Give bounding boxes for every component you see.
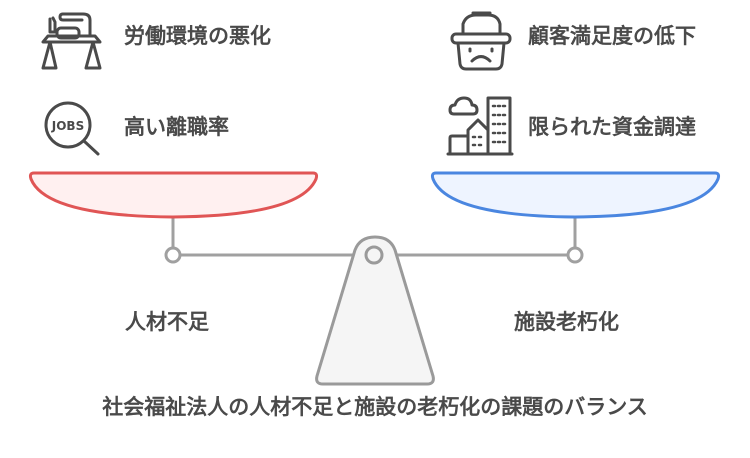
right-pan xyxy=(430,171,721,219)
left-pan xyxy=(28,171,319,219)
left-item-label-1: 労働環境の悪化 xyxy=(124,24,271,48)
right-item-label-1: 顧客満足度の低下 xyxy=(528,24,696,48)
left-pivot xyxy=(164,246,182,264)
right-pivot xyxy=(566,246,584,264)
diagram-title: 社会福祉法人の人材不足と施設の老朽化の課題のバランス xyxy=(102,395,648,419)
right-item-label-2: 限られた資金調達 xyxy=(528,115,696,139)
fulcrum xyxy=(315,235,435,386)
workspace-desk-icon xyxy=(38,8,108,74)
right-pan-label: 施設老朽化 xyxy=(514,310,619,334)
svg-text:JOBS: JOBS xyxy=(51,119,84,133)
left-pan-label: 人材不足 xyxy=(125,310,209,334)
sad-basket-icon xyxy=(446,8,516,74)
jobs-search-icon: JOBS xyxy=(38,92,108,158)
fulcrum-pivot xyxy=(364,245,384,265)
city-buildings-icon xyxy=(446,92,516,158)
left-item-label-2: 高い離職率 xyxy=(124,115,229,139)
